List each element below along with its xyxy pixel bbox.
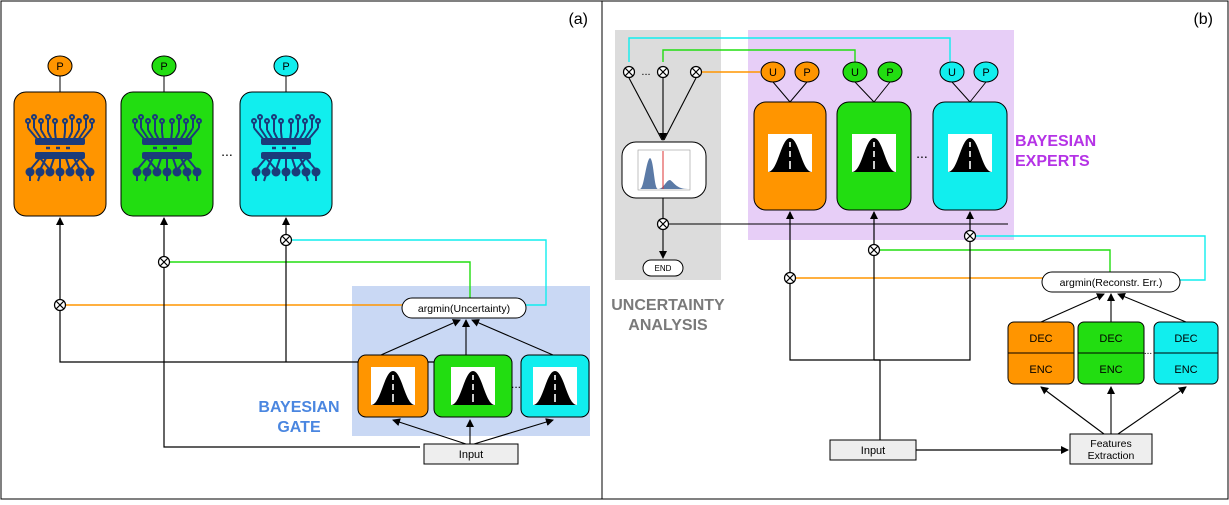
svg-text:END: END bbox=[655, 264, 672, 273]
panel-b-label: (b) bbox=[1193, 11, 1213, 28]
multiply-node-b-green bbox=[867, 243, 881, 257]
svg-text:DEC: DEC bbox=[1174, 333, 1197, 345]
svg-text:P: P bbox=[886, 67, 893, 79]
autoencoder-cyan: DEC ENC bbox=[1153, 321, 1219, 385]
svg-text:ENC: ENC bbox=[1029, 364, 1052, 376]
svg-text:P: P bbox=[982, 67, 989, 79]
gaussian-icon bbox=[767, 133, 813, 173]
bayesian-gate-title-line1: BAYESIAN bbox=[258, 399, 339, 416]
svg-text:U: U bbox=[948, 67, 956, 79]
multiply-node-u-green bbox=[656, 65, 670, 79]
uncertainty-analysis-title-line2: ANALYSIS bbox=[628, 317, 708, 334]
multiply-node-green bbox=[157, 255, 171, 269]
p-badge-green: P bbox=[151, 55, 177, 92]
gate-ellipsis: ... bbox=[511, 377, 521, 391]
svg-text:U: U bbox=[851, 67, 859, 79]
multiply-node-uncertainty bbox=[656, 217, 670, 231]
multiply-node-u-orange bbox=[689, 65, 703, 79]
gaussian-icon bbox=[450, 366, 496, 406]
svg-text:Extraction: Extraction bbox=[1088, 450, 1135, 462]
p-badge-orange: P bbox=[47, 55, 73, 92]
multiply-node-b-cyan bbox=[963, 229, 977, 243]
svg-text:U: U bbox=[769, 67, 777, 79]
p-badge-cyan: P bbox=[273, 55, 299, 92]
uncertainty-histogram bbox=[621, 141, 707, 199]
expert-network-orange bbox=[13, 91, 107, 217]
green-selection-line-b bbox=[874, 249, 1111, 272]
autoencoder-orange: DEC ENC bbox=[1007, 321, 1075, 385]
multiply-node-b-orange bbox=[783, 271, 797, 285]
uncertainty-ellipsis: ... bbox=[641, 66, 650, 78]
svg-text:argmin(Uncertainty): argmin(Uncertainty) bbox=[418, 303, 510, 315]
gaussian-icon bbox=[532, 366, 578, 406]
gaussian-icon bbox=[947, 133, 993, 173]
bayesian-expert-orange bbox=[753, 101, 827, 211]
panel-b-frame bbox=[601, 0, 1229, 500]
expert-network-green bbox=[120, 91, 214, 217]
cyan-uncertainty-line bbox=[628, 37, 951, 62]
svg-text:P: P bbox=[160, 61, 167, 73]
up-badges-green: U P bbox=[842, 61, 903, 103]
bayesian-experts-ellipsis: ... bbox=[916, 145, 928, 161]
argmin-reconstruction-node: argmin(Reconstr. Err.) bbox=[1041, 271, 1181, 293]
bayesian-experts-title-line1: BAYESIAN bbox=[1015, 133, 1096, 150]
svg-text:ENC: ENC bbox=[1099, 364, 1122, 376]
cyan-selection-line bbox=[286, 239, 547, 306]
autoencoder-ellipsis: ... bbox=[1144, 346, 1152, 357]
end-node: END bbox=[642, 259, 684, 277]
argmin-uncertainty-node: argmin(Uncertainty) bbox=[401, 297, 527, 319]
gaussian-icon bbox=[851, 133, 897, 173]
gaussian-icon bbox=[370, 366, 416, 406]
svg-text:ENC: ENC bbox=[1174, 364, 1197, 376]
svg-text:argmin(Reconstr. Err.): argmin(Reconstr. Err.) bbox=[1060, 277, 1163, 289]
gate-expert-cyan bbox=[520, 354, 590, 418]
expert-network-cyan bbox=[239, 91, 333, 217]
svg-text:Input: Input bbox=[861, 445, 885, 457]
svg-text:P: P bbox=[282, 61, 289, 73]
svg-text:DEC: DEC bbox=[1029, 333, 1052, 345]
gate-expert-green bbox=[433, 354, 513, 418]
bayesian-expert-green bbox=[836, 101, 912, 211]
input-box-a: Input bbox=[423, 443, 519, 465]
green-selection-line bbox=[164, 261, 471, 300]
multiply-node-u-cyan bbox=[622, 65, 636, 79]
green-uncertainty-line bbox=[662, 49, 856, 62]
svg-text:Input: Input bbox=[459, 449, 483, 461]
multiply-node-cyan bbox=[279, 233, 293, 247]
cyan-selection-line-b bbox=[970, 235, 1206, 281]
autoencoder-green: DEC ENC bbox=[1077, 321, 1145, 385]
svg-text:P: P bbox=[803, 67, 810, 79]
bayesian-gate-title-line2: GATE bbox=[277, 419, 321, 436]
up-badges-orange: U P bbox=[760, 61, 820, 103]
panel-a-label: (a) bbox=[568, 11, 588, 28]
multiply-node-orange bbox=[53, 298, 67, 312]
uncertainty-analysis-title-line1: UNCERTAINTY bbox=[611, 297, 725, 314]
svg-text:Features: Features bbox=[1090, 438, 1131, 450]
svg-text:P: P bbox=[56, 61, 63, 73]
bayesian-experts-title-line2: EXPERTS bbox=[1015, 153, 1090, 170]
input-box-b: Input bbox=[829, 439, 917, 461]
up-badges-cyan: U P bbox=[939, 61, 999, 103]
features-extraction-box: Features Extraction bbox=[1069, 433, 1153, 465]
gate-expert-orange bbox=[357, 354, 429, 418]
bayesian-expert-cyan bbox=[932, 101, 1008, 211]
input-to-green-line bbox=[163, 268, 420, 448]
experts-ellipsis: ... bbox=[221, 143, 233, 159]
svg-text:DEC: DEC bbox=[1099, 333, 1122, 345]
